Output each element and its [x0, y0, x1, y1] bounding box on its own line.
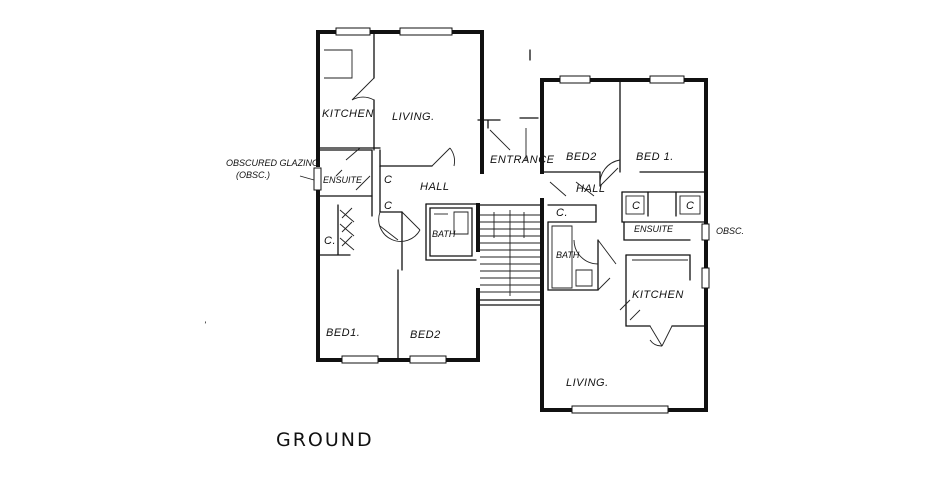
- obsc-right-note: OBSC.: [716, 226, 744, 236]
- closet: [679, 195, 701, 215]
- right-c2-label: C: [632, 200, 640, 212]
- obscured-window: [701, 223, 710, 241]
- left-bed2-label: BED2: [410, 329, 441, 341]
- right-bath-label: BATH: [556, 250, 580, 260]
- obscured-glazing-note-abbr: (OBSC.): [236, 170, 270, 180]
- window: [335, 27, 371, 36]
- right-c3-label: C: [686, 200, 694, 212]
- window: [701, 267, 710, 289]
- right-bed1-label: BED 1.: [636, 151, 674, 163]
- left-c1-label: C: [384, 174, 392, 186]
- entrance-core: ENTRANCE: [477, 49, 555, 306]
- closet: [625, 195, 645, 215]
- right-kitchen-label: KITCHEN: [632, 289, 684, 301]
- window: [559, 75, 591, 84]
- floor-title: GROUND: [276, 429, 374, 451]
- window: [649, 75, 685, 84]
- left-bed1-label: BED1.: [326, 327, 360, 339]
- window: [341, 355, 379, 364]
- right-c1-label: C.: [556, 207, 568, 219]
- right-unit: BED2 BED 1. HALL C. C C ENSUITE BATH KIT…: [540, 75, 710, 414]
- left-hall-label: HALL: [420, 181, 450, 193]
- left-c2-label: C: [384, 200, 392, 212]
- left-kitchen-label: KITCHEN: [322, 108, 374, 120]
- obscured-glazing-note: OBSCURED GLAZING: [226, 158, 319, 168]
- right-living-label: LIVING.: [566, 377, 609, 389]
- right-ensuite-label: ENSUITE: [634, 224, 674, 234]
- annotations: OBSCURED GLAZING (OBSC.) OBSC. ': [204, 158, 744, 330]
- left-c3-label: C.: [324, 235, 336, 247]
- window: [571, 405, 669, 414]
- left-living-label: LIVING.: [392, 111, 435, 123]
- left-ensuite-label: ENSUITE: [323, 175, 363, 185]
- window: [399, 27, 453, 36]
- stray-mark: ': [204, 320, 206, 330]
- window: [409, 355, 447, 364]
- right-bed2-label: BED2: [566, 151, 597, 163]
- obscured-window: [313, 167, 322, 191]
- entrance-label: ENTRANCE: [490, 154, 555, 166]
- right-hall-label: HALL: [576, 183, 606, 195]
- left-bath-label: BATH: [432, 229, 456, 239]
- left-unit: KITCHEN LIVING. ENSUITE C C HALL BATH C.…: [313, 27, 484, 364]
- leader-line: [299, 175, 315, 181]
